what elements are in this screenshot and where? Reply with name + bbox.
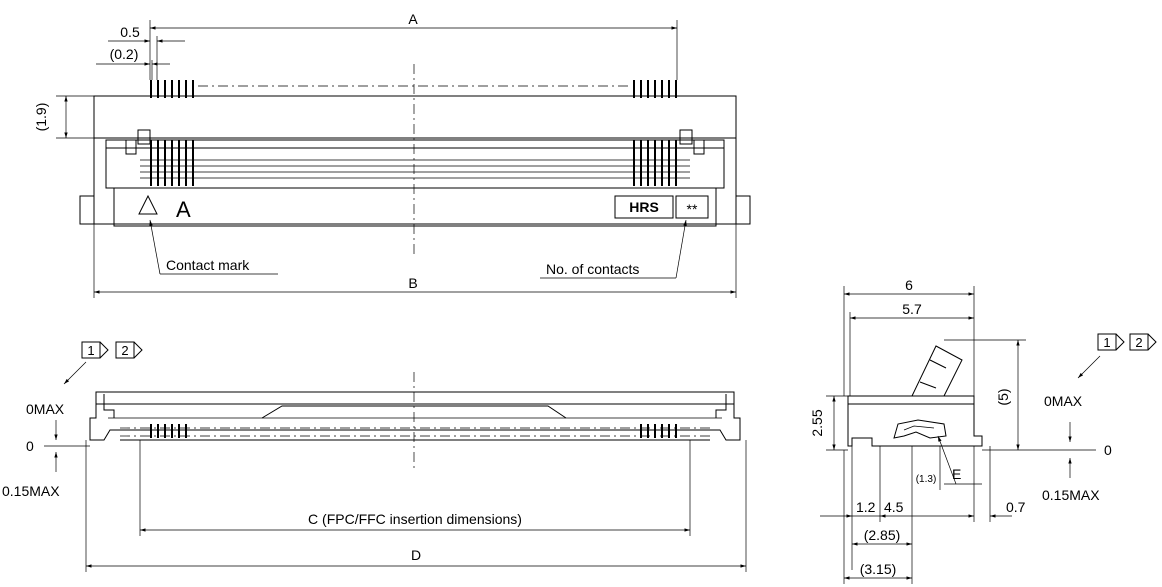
brand-logo-box — [614, 195, 674, 219]
side-ref-box-2 — [1129, 333, 1149, 351]
front-ref-box-1 — [81, 341, 101, 359]
svg-text:1: 1 — [1103, 335, 1110, 350]
latch-right — [735, 195, 751, 225]
dim-gap-label: (0.2) — [110, 46, 139, 62]
front-contacts-left — [150, 424, 187, 438]
top-body-outline — [93, 95, 737, 225]
contact-mark-letter: A — [176, 197, 191, 222]
callout-contact-mark: Contact mark — [166, 257, 250, 273]
dim-1-2-label: 1.2 — [856, 499, 876, 515]
dim-pitch-label: 0.5 — [120, 24, 140, 40]
front-actuator — [261, 405, 567, 419]
top-view: A HRS ** Contact mark No. of contacts A … — [33, 11, 751, 298]
dim-2-85-label: (2.85) — [864, 527, 901, 543]
contacts-marking-box — [675, 195, 709, 219]
latch-left — [79, 195, 95, 225]
dim-3-15-label: (3.15) — [860, 561, 897, 577]
svg-text:2: 2 — [121, 343, 128, 358]
front-body-outline — [89, 391, 741, 441]
front-contacts-right — [640, 424, 677, 438]
contact-mark-triangle — [138, 194, 158, 215]
svg-text:1: 1 — [87, 343, 94, 358]
side-view: 0 0MAX 0.15MAX 1 2 6 5.7 (5) 2.55 — [809, 277, 1157, 584]
side-body-outline — [847, 395, 983, 447]
dim-6-label: 6 — [905, 277, 913, 293]
top-housing — [105, 139, 725, 189]
side-actuator — [911, 345, 963, 397]
dim-5-7-label: 5.7 — [902, 301, 922, 317]
brand-logo: HRS — [629, 199, 659, 215]
front-zero-label: 0 — [26, 438, 34, 454]
dim-C-label: C (FPC/FFC insertion dimensions) — [308, 511, 522, 527]
front-ref-box-2 — [115, 341, 135, 359]
side-ref-box-1 — [1097, 333, 1117, 351]
contacts-marking: ** — [687, 201, 698, 217]
callout-contacts: No. of contacts — [546, 261, 639, 277]
dim-A-label: A — [408, 11, 418, 27]
dim-2-55-label: 2.55 — [809, 409, 825, 436]
contacts-right-group — [633, 80, 677, 186]
front-tol-lower: 0.15MAX — [2, 483, 60, 499]
top-front-lip — [113, 187, 717, 227]
side-contact — [893, 419, 947, 439]
dim-D-label: D — [411, 547, 421, 563]
dim-B-label: B — [408, 275, 417, 291]
contacts-left-group — [150, 80, 194, 186]
dim-height-label: (1.9) — [33, 103, 49, 132]
side-zero-label: 0 — [1104, 442, 1112, 458]
dim-1-3-label: (1.3) — [916, 474, 937, 485]
dim-5-label: (5) — [995, 388, 1011, 405]
dim-0-7-label: 0.7 — [1006, 499, 1026, 515]
dim-4-5-label: 4.5 — [884, 499, 904, 515]
side-tol-lower: 0.15MAX — [1042, 487, 1100, 503]
front-view: 0 0MAX 0.15MAX 1 2 C (FPC/FFC insertion … — [2, 341, 747, 572]
front-tol-upper: 0MAX — [26, 401, 65, 417]
svg-text:2: 2 — [1135, 335, 1142, 350]
label-E: E — [952, 466, 961, 482]
side-tol-upper: 0MAX — [1044, 393, 1083, 409]
